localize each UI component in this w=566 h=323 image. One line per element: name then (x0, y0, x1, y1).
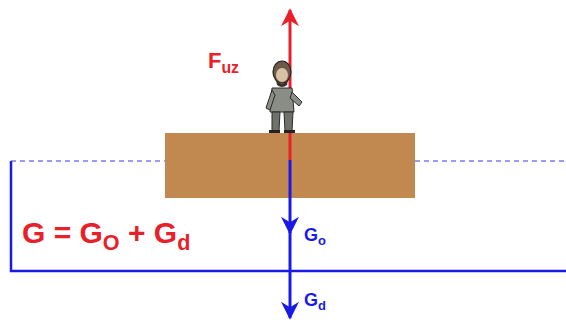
force-label: Go (304, 226, 326, 244)
symbol: + G (120, 216, 178, 249)
symbol: G (304, 290, 318, 310)
subscript: o (318, 233, 326, 248)
subscript: d (177, 230, 190, 255)
subscript: uz (221, 59, 239, 76)
symbol: F (208, 48, 221, 73)
force-label: Fuz (208, 50, 239, 72)
subscript: O (103, 230, 120, 255)
symbol: G = G (22, 216, 103, 249)
symbol: G (304, 225, 318, 245)
man-figure (266, 61, 302, 133)
subscript: d (318, 298, 326, 313)
weight-arrow (289, 160, 292, 233)
force-label: Gd (304, 291, 326, 309)
weight-arrow (289, 232, 292, 318)
formula-text: G = GO + Gd (22, 218, 190, 248)
buoyancy-arrow (289, 10, 292, 160)
